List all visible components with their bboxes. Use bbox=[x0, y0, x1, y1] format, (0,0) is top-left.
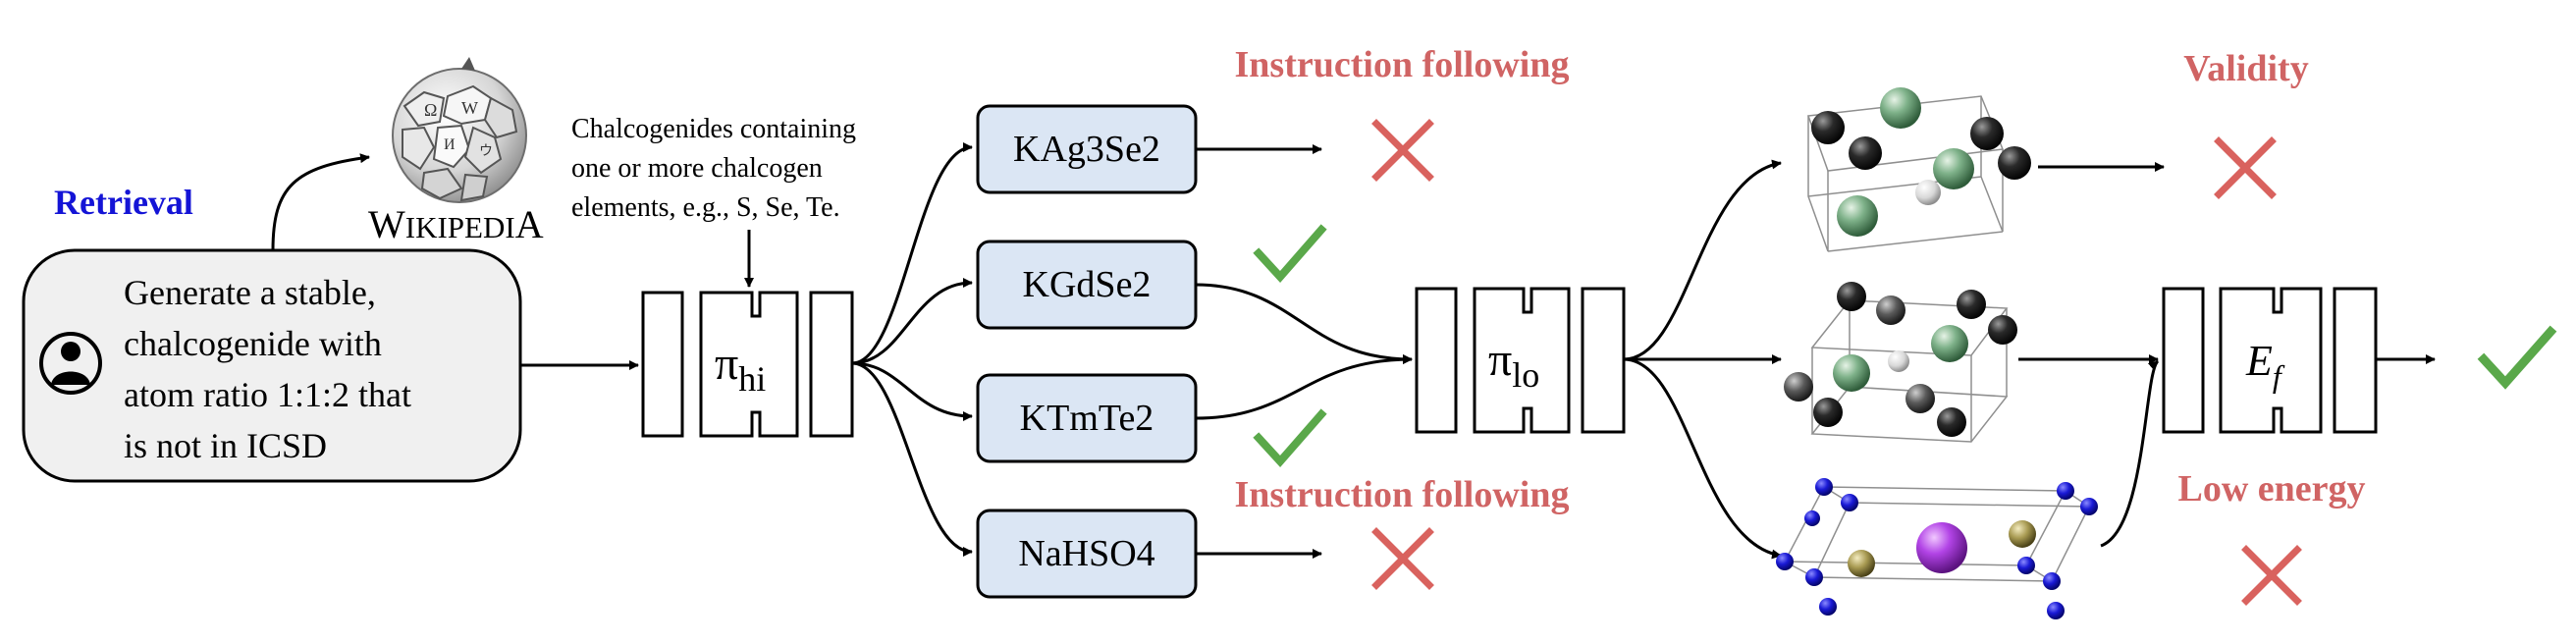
svg-text:И: И bbox=[444, 136, 456, 153]
candidate-nahso4: NaHSO4 bbox=[976, 509, 1198, 599]
high-level-model: πhi bbox=[641, 291, 854, 438]
retrieval-label: Retrieval bbox=[54, 183, 193, 222]
crystal-structure-2 bbox=[1784, 282, 2017, 443]
candidates-to-low-arrows bbox=[1195, 283, 1413, 420]
prompt-line-4: is not in ICSD bbox=[124, 426, 327, 465]
low-to-structures-arrows bbox=[1623, 159, 1782, 560]
check-icon bbox=[1253, 408, 1327, 467]
structures-to-energy-arrows bbox=[2018, 354, 2160, 548]
prompt-line-3: atom ratio 1:1:2 that bbox=[124, 375, 411, 414]
low-level-model: πlo bbox=[1415, 287, 1626, 434]
user-icon bbox=[39, 332, 102, 395]
criterion-instruction-bottom: Instruction following bbox=[1235, 474, 1570, 515]
high-model-label: πhi bbox=[715, 338, 766, 399]
svg-text:KGdSe2: KGdSe2 bbox=[1023, 264, 1152, 305]
candidate-kag3se2: KAg3Se2 bbox=[976, 104, 1198, 194]
cross-icon bbox=[1371, 119, 1434, 182]
candidate-ktmte2: KTmTe2 bbox=[976, 373, 1198, 463]
prompt-line-1: Generate a stable, bbox=[124, 273, 376, 312]
crystal-structure-3 bbox=[1776, 478, 2098, 619]
svg-text:Chalcogenides containing: Chalcogenides containing bbox=[571, 114, 856, 144]
candidate-kgdse2: KGdSe2 bbox=[976, 240, 1198, 330]
wikipedia-wordmark: WIKIPEDIA bbox=[368, 202, 544, 246]
low-model-label: πlo bbox=[1488, 334, 1539, 395]
svg-text:elements, e.g., S, Se, Te.: elements, e.g., S, Se, Te. bbox=[571, 192, 840, 223]
crystal-structure-1 bbox=[1806, 87, 2031, 252]
svg-text:KAg3Se2: KAg3Se2 bbox=[1013, 129, 1160, 170]
retrieval-note: Chalcogenides containing one or more cha… bbox=[571, 114, 856, 223]
criterion-low-energy: Low energy bbox=[2177, 468, 2365, 510]
svg-text:KTmTe2: KTmTe2 bbox=[1020, 398, 1154, 439]
svg-text:Ω: Ω bbox=[424, 100, 437, 120]
check-icon bbox=[1253, 224, 1327, 283]
svg-text:W: W bbox=[461, 98, 478, 118]
cross-icon bbox=[2241, 545, 2302, 606]
wikipedia-globe-icon: Ω W И ウ bbox=[392, 57, 527, 203]
svg-text:one or more chalcogen: one or more chalcogen bbox=[571, 153, 823, 184]
criterion-validity: Validity bbox=[2183, 48, 2308, 89]
prompt-line-2: chalcogenide with bbox=[124, 324, 382, 363]
svg-text:NaHSO4: NaHSO4 bbox=[1018, 533, 1154, 574]
svg-text:ウ: ウ bbox=[479, 143, 493, 159]
criterion-instruction-top: Instruction following bbox=[1235, 44, 1570, 85]
cross-icon bbox=[2214, 136, 2277, 199]
energy-model: Ef bbox=[2162, 287, 2378, 434]
retrieval-arrow bbox=[271, 153, 370, 251]
prompt-box: Generate a stable, chalcogenide with ato… bbox=[22, 248, 522, 483]
cross-icon bbox=[1371, 527, 1434, 590]
check-icon bbox=[2477, 325, 2557, 390]
high-to-candidates-arrows bbox=[851, 142, 973, 557]
